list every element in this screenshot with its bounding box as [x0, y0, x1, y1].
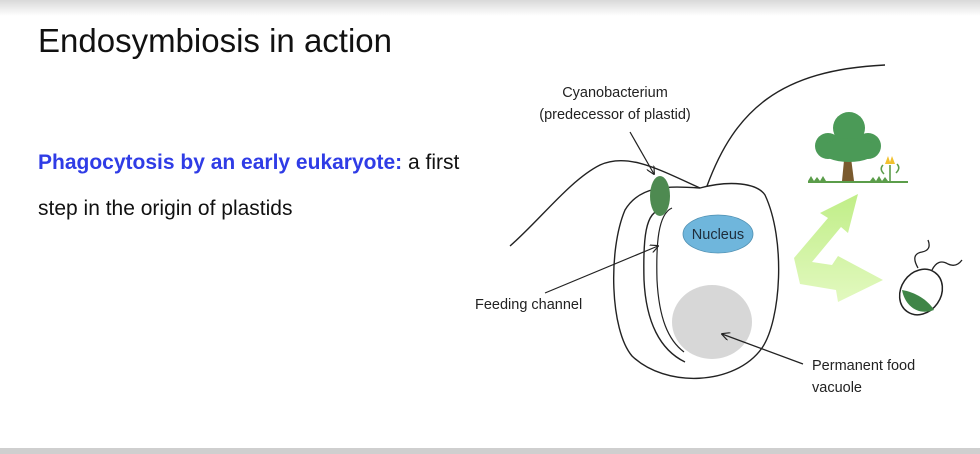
nucleus — [682, 214, 754, 254]
feeding-channel-label: Feeding channel — [475, 297, 582, 313]
green-arrow-icon — [794, 194, 883, 302]
cyanobacterium — [650, 176, 670, 216]
vacuole-label-line2: vacuole — [812, 380, 862, 396]
nucleus-label: Nucleus — [692, 227, 744, 243]
feeding-channel-pointer — [544, 246, 658, 294]
body-highlight: Phagocytosis by an early eukaryote: — [38, 151, 403, 174]
host-membrane-right — [706, 64, 886, 187]
feeding-channel-groove — [643, 209, 686, 363]
slide-body-text: Phagocytosis by an early eukaryote: a fi… — [38, 140, 468, 232]
host-membrane-left — [509, 159, 701, 247]
feeding-channel-groove-inner — [656, 207, 685, 353]
vacuole-pointer — [722, 334, 804, 365]
vacuole-label-line1: Permanent food — [812, 358, 915, 374]
cyanobacterium-pointer — [629, 131, 654, 174]
bottom-bar — [0, 448, 980, 454]
cyanobacterium-label-line1: Cyanobacterium — [562, 85, 668, 101]
tree-icon — [808, 112, 908, 183]
top-shade — [0, 0, 980, 16]
food-vacuole — [672, 285, 752, 359]
cyanobacterium-label-line2: (predecessor of plastid) — [539, 107, 691, 123]
body-rest: a first step in the origin of plastids — [38, 151, 460, 220]
slide-title: Endosymbiosis in action — [38, 22, 393, 59]
algal-cell-icon — [898, 239, 963, 316]
